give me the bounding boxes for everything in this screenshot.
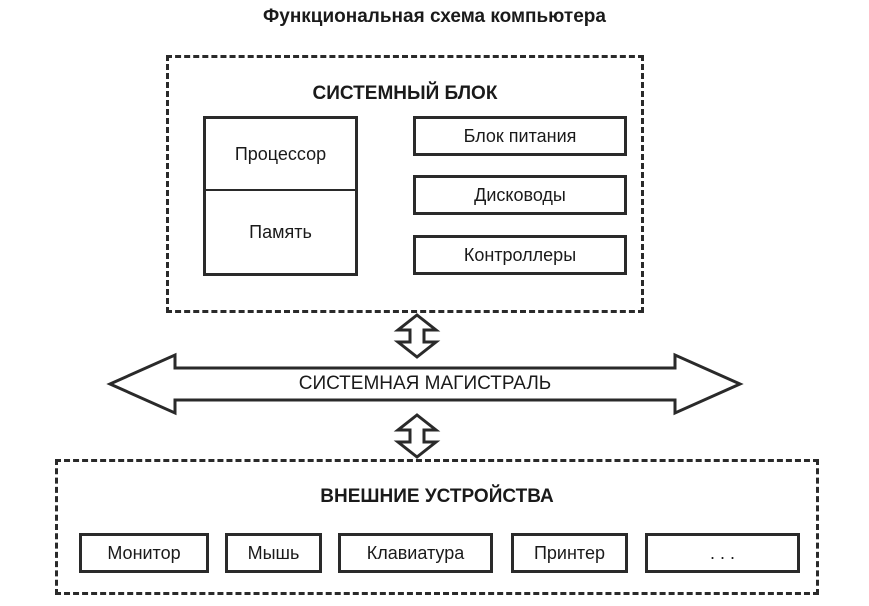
processor-memory-block: Процессор Память [203,116,358,276]
processor-label: Процессор [234,143,327,164]
controllers-box: Контроллеры [413,235,627,275]
disk-drives-box: Дисководы [413,175,627,215]
device-keyboard: Клавиатура [338,533,493,573]
system-unit-title: СИСТЕМНЫЙ БЛОК [312,83,498,104]
lower-connector-arrow [393,413,441,459]
system-bus-label: СИСТЕМНАЯ МАГИСТРАЛЬ [298,373,552,394]
device-printer: Принтер [511,533,628,573]
device-monitor: Монитор [79,533,209,573]
processor-memory-divider [206,189,355,191]
external-devices-group [55,459,819,595]
power-supply-box: Блок питания [413,116,627,156]
diagram-title: Функциональная схема компьютера [263,6,606,27]
device-more: . . . [645,533,800,573]
device-mouse: Мышь [225,533,322,573]
upper-connector-arrow [393,313,441,359]
system-bus-arrow [106,352,744,416]
system-unit-group [166,55,644,313]
external-devices-title: ВНЕШНИЕ УСТРОЙСТВА [320,486,554,507]
memory-label: Память [249,221,312,242]
